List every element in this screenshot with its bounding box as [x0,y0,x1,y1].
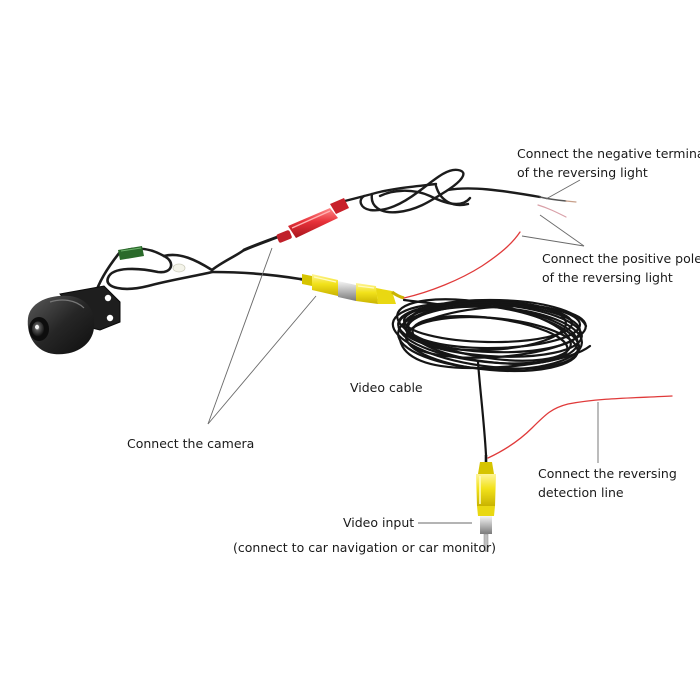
detection-red-wire [487,395,673,459]
camera-cable [93,247,302,297]
label-video-input-note: (connect to car navigation or car monito… [233,538,496,557]
label-positive-pole-line1: Connect the positive pole [542,251,700,266]
leader-lines [207,179,599,524]
label-negative-terminal: Connect the negative terminal of the rev… [517,144,700,183]
power-connector-icon [242,198,349,252]
label-reversing-detection-line2: detection line [538,485,624,501]
label-connect-camera: Connect the camera [127,436,255,451]
label-positive-pole: Connect the positive pole of the reversi… [542,249,700,288]
positive-red-wire [403,231,521,299]
video-cable-coil [391,298,592,457]
negative-wire-end [537,196,577,218]
backup-camera-icon [27,285,121,355]
label-reversing-detection-line1: Connect the reversing [538,466,677,481]
video-input-rca-icon [476,455,496,553]
label-video-input-line2: (connect to car navigation or car monito… [233,540,497,555]
label-video-input-line1: Video input [343,515,415,530]
label-negative-terminal-line2: of the reversing light [517,165,648,181]
label-positive-pole-line2: of the reversing light [542,270,673,286]
ferrite-bead-icon [118,246,144,260]
cable-tie-icon [172,263,186,273]
label-video-cable: Video cable [350,380,423,395]
label-reversing-detection: Connect the reversing detection line [538,464,677,503]
label-negative-terminal-line1: Connect the negative terminal [517,146,700,161]
upper-wire-coil [334,168,542,214]
label-video-input: Video input [343,513,414,532]
rca-plug-icon [299,274,405,304]
